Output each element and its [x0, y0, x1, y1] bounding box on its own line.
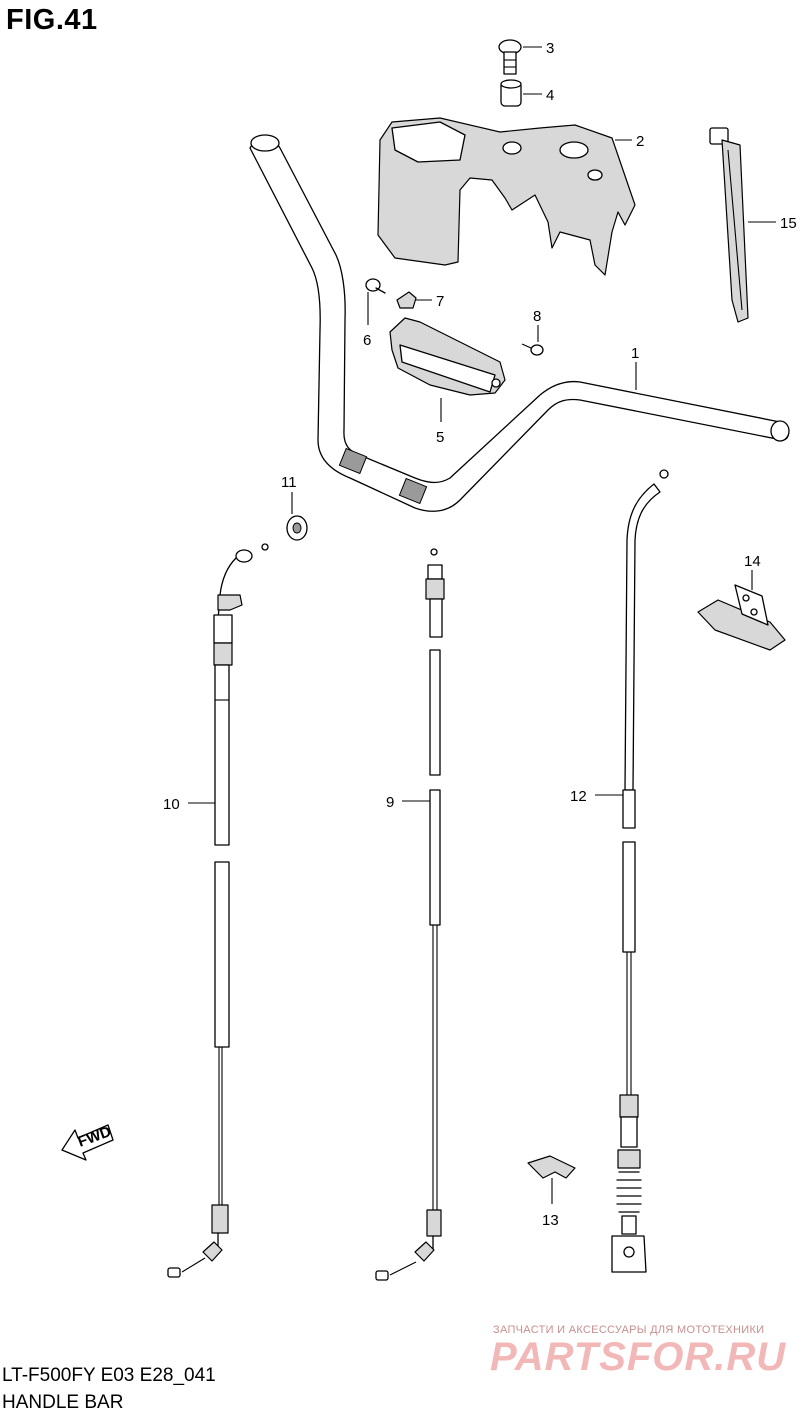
- callout-1[interactable]: 1: [631, 345, 639, 390]
- callout-13[interactable]: 13: [542, 1178, 559, 1229]
- callout-14[interactable]: 14: [744, 553, 761, 590]
- throttle-cable-part-10[interactable]: [167, 543, 269, 1278]
- bolt-part-3[interactable]: [498, 39, 522, 75]
- callout-label: 10: [163, 796, 180, 813]
- section-name: HANDLE BAR: [2, 1392, 124, 1413]
- forward-direction-arrow: FWD: [61, 1123, 114, 1161]
- callout-label: 1: [631, 345, 639, 362]
- callout-11[interactable]: 11: [281, 474, 297, 514]
- holder-bracket-part-5[interactable]: [389, 317, 506, 396]
- callout-label: 13: [542, 1212, 559, 1229]
- brake-cable-part-12[interactable]: [611, 469, 669, 1273]
- watermark-caption: ЗАПЧАСТИ И АКСЕССУАРЫ ДЛЯ МОТОТЕХНИКИ: [493, 1324, 765, 1336]
- callout-label: 5: [436, 429, 444, 446]
- screw-part-6[interactable]: [365, 278, 386, 294]
- clip-nut-part-7[interactable]: [396, 291, 417, 309]
- cable-clamp-part-13[interactable]: [527, 1155, 576, 1179]
- callout-4[interactable]: 4: [523, 87, 554, 104]
- watermark-brand: PARTSFOR.RU: [490, 1335, 787, 1379]
- callout-label: 15: [780, 215, 797, 232]
- handlebar-part-1[interactable]: [249, 134, 790, 512]
- bracket-plate-part-14[interactable]: [697, 584, 786, 651]
- callout-7[interactable]: 7: [415, 293, 444, 310]
- callout-label: 2: [636, 133, 644, 150]
- callout-3[interactable]: 3: [523, 40, 554, 57]
- callout-10[interactable]: 10: [163, 796, 215, 813]
- callout-label: 8: [533, 308, 541, 325]
- callout-2[interactable]: 2: [615, 133, 644, 150]
- cable-part-9[interactable]: [375, 548, 445, 1281]
- callout-label: 14: [744, 553, 761, 570]
- callout-label: 3: [546, 40, 554, 57]
- cable-tie-part-15[interactable]: [709, 127, 749, 323]
- washer-part-11[interactable]: [286, 515, 308, 541]
- callout-8[interactable]: 8: [533, 308, 541, 342]
- callout-6[interactable]: 6: [363, 292, 371, 349]
- callout-12[interactable]: 12: [570, 788, 623, 805]
- callout-15[interactable]: 15: [748, 215, 797, 232]
- model-code: LT-F500FY E03 E28_041: [2, 1365, 216, 1386]
- callout-label: 4: [546, 87, 554, 104]
- callout-label: 11: [281, 474, 297, 491]
- callout-label: 12: [570, 788, 587, 805]
- callout-5[interactable]: 5: [436, 398, 444, 446]
- callout-label: 9: [386, 794, 394, 811]
- screw-part-8[interactable]: [521, 343, 544, 356]
- handlebar-cover-part-2[interactable]: [377, 117, 636, 276]
- callout-label: 6: [363, 332, 371, 349]
- callout-label: 7: [436, 293, 444, 310]
- collar-part-4[interactable]: [500, 79, 522, 107]
- callout-9[interactable]: 9: [386, 794, 430, 811]
- figure-title: FIG.41: [6, 4, 98, 36]
